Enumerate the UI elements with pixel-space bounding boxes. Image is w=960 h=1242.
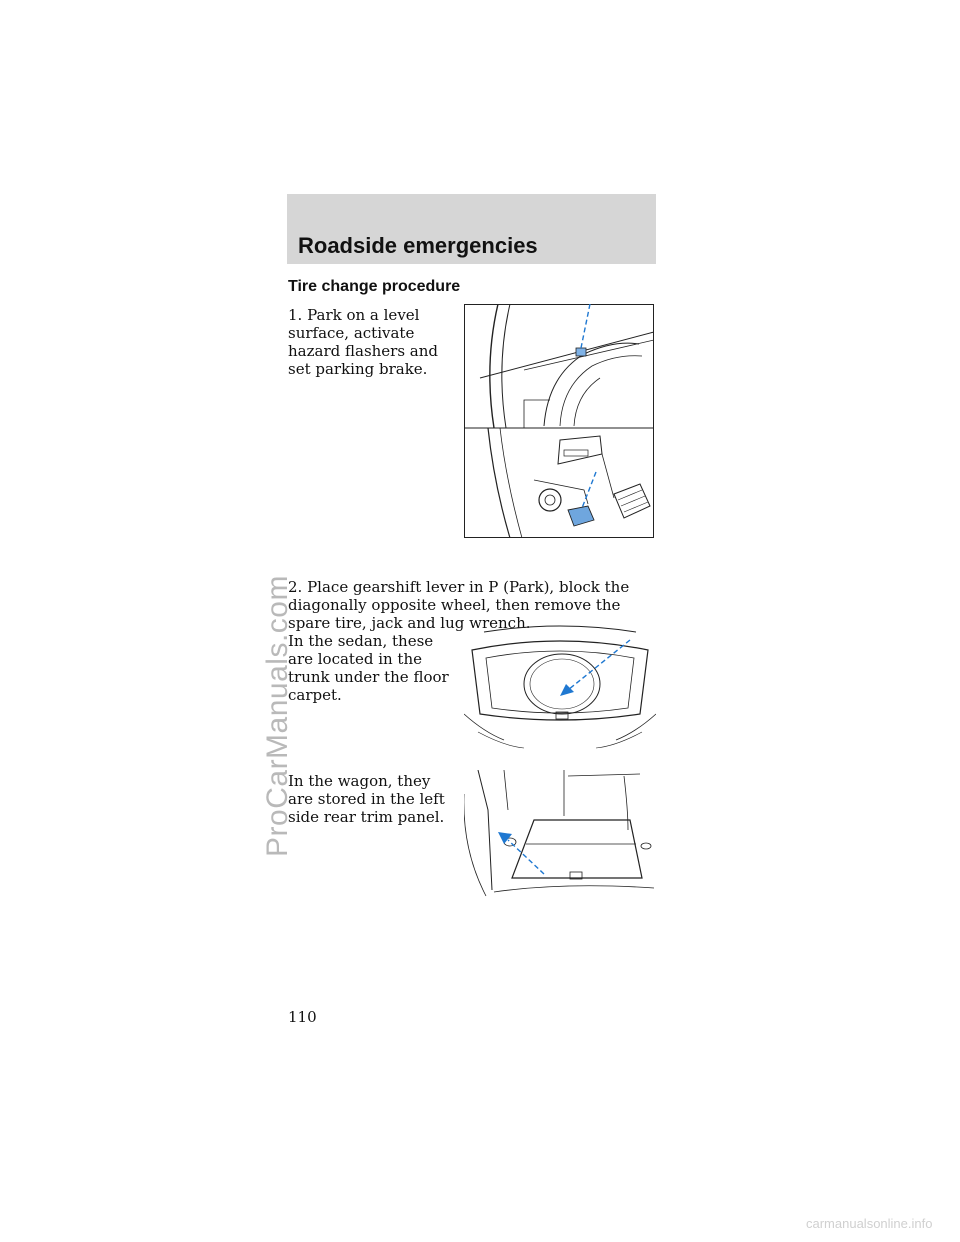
step-1-text: 1. Park on a level surface, activate haz… (288, 306, 439, 378)
hazard-and-parking-brake-illustration (464, 304, 654, 538)
sedan-note-text: In the sedan, these are located in the t… (288, 632, 449, 704)
step-2-text: 2. Place gearshift lever in P (Park), bl… (288, 578, 630, 632)
sedan-trunk-illustration (464, 625, 656, 749)
section-title: Tire change procedure (288, 278, 461, 295)
wagon-note-text: In the wagon, they are stored in the lef… (288, 772, 445, 826)
footer-watermark: carmanualsonline.info (806, 1216, 933, 1231)
page-number: 110 (288, 1008, 317, 1026)
chapter-header: Roadside emergencies (287, 194, 656, 264)
chapter-title: Roadside emergencies (298, 233, 538, 258)
wagon-cargo-illustration (464, 770, 655, 897)
